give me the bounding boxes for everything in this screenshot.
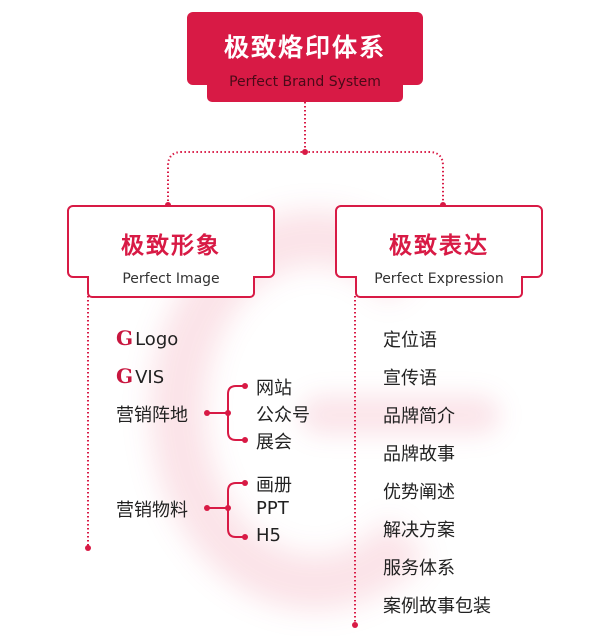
right-subtitle: Perfect Expression bbox=[374, 271, 504, 287]
left-box-tab bbox=[87, 276, 255, 298]
group-marketing-channels: 营销阵地 bbox=[116, 405, 188, 426]
right-item: 案例故事包装 bbox=[383, 596, 491, 617]
background-g-bar bbox=[300, 395, 500, 435]
group-child: 公众号 bbox=[256, 405, 310, 426]
left-box bbox=[67, 205, 275, 278]
group-child: PPT bbox=[256, 498, 289, 519]
right-item: 服务体系 bbox=[383, 558, 455, 579]
root-subtitle: Perfect Brand System bbox=[229, 74, 381, 90]
group-child: H5 bbox=[256, 525, 281, 546]
group-child: 网站 bbox=[256, 378, 292, 399]
right-item: 解决方案 bbox=[383, 520, 455, 541]
root-title: 极致烙印体系 bbox=[223, 33, 386, 62]
g-icon: G bbox=[116, 364, 134, 388]
group-child: 画册 bbox=[256, 475, 292, 496]
left-title: 极致形象 bbox=[121, 233, 221, 259]
root-box bbox=[187, 12, 423, 85]
right-box-tab bbox=[355, 276, 523, 298]
right-item: 品牌故事 bbox=[383, 444, 455, 465]
left-subtitle: Perfect Image bbox=[122, 271, 220, 287]
group-child: 展会 bbox=[256, 432, 292, 453]
group-marketing-materials: 营销物料 bbox=[116, 500, 188, 521]
right-item: 品牌简介 bbox=[383, 406, 455, 427]
g-icon: G bbox=[116, 326, 134, 350]
right-item: 宣传语 bbox=[383, 368, 437, 389]
right-title: 极致表达 bbox=[389, 233, 489, 259]
right-item: 优势阐述 bbox=[383, 482, 455, 503]
right-item: 定位语 bbox=[383, 330, 437, 351]
